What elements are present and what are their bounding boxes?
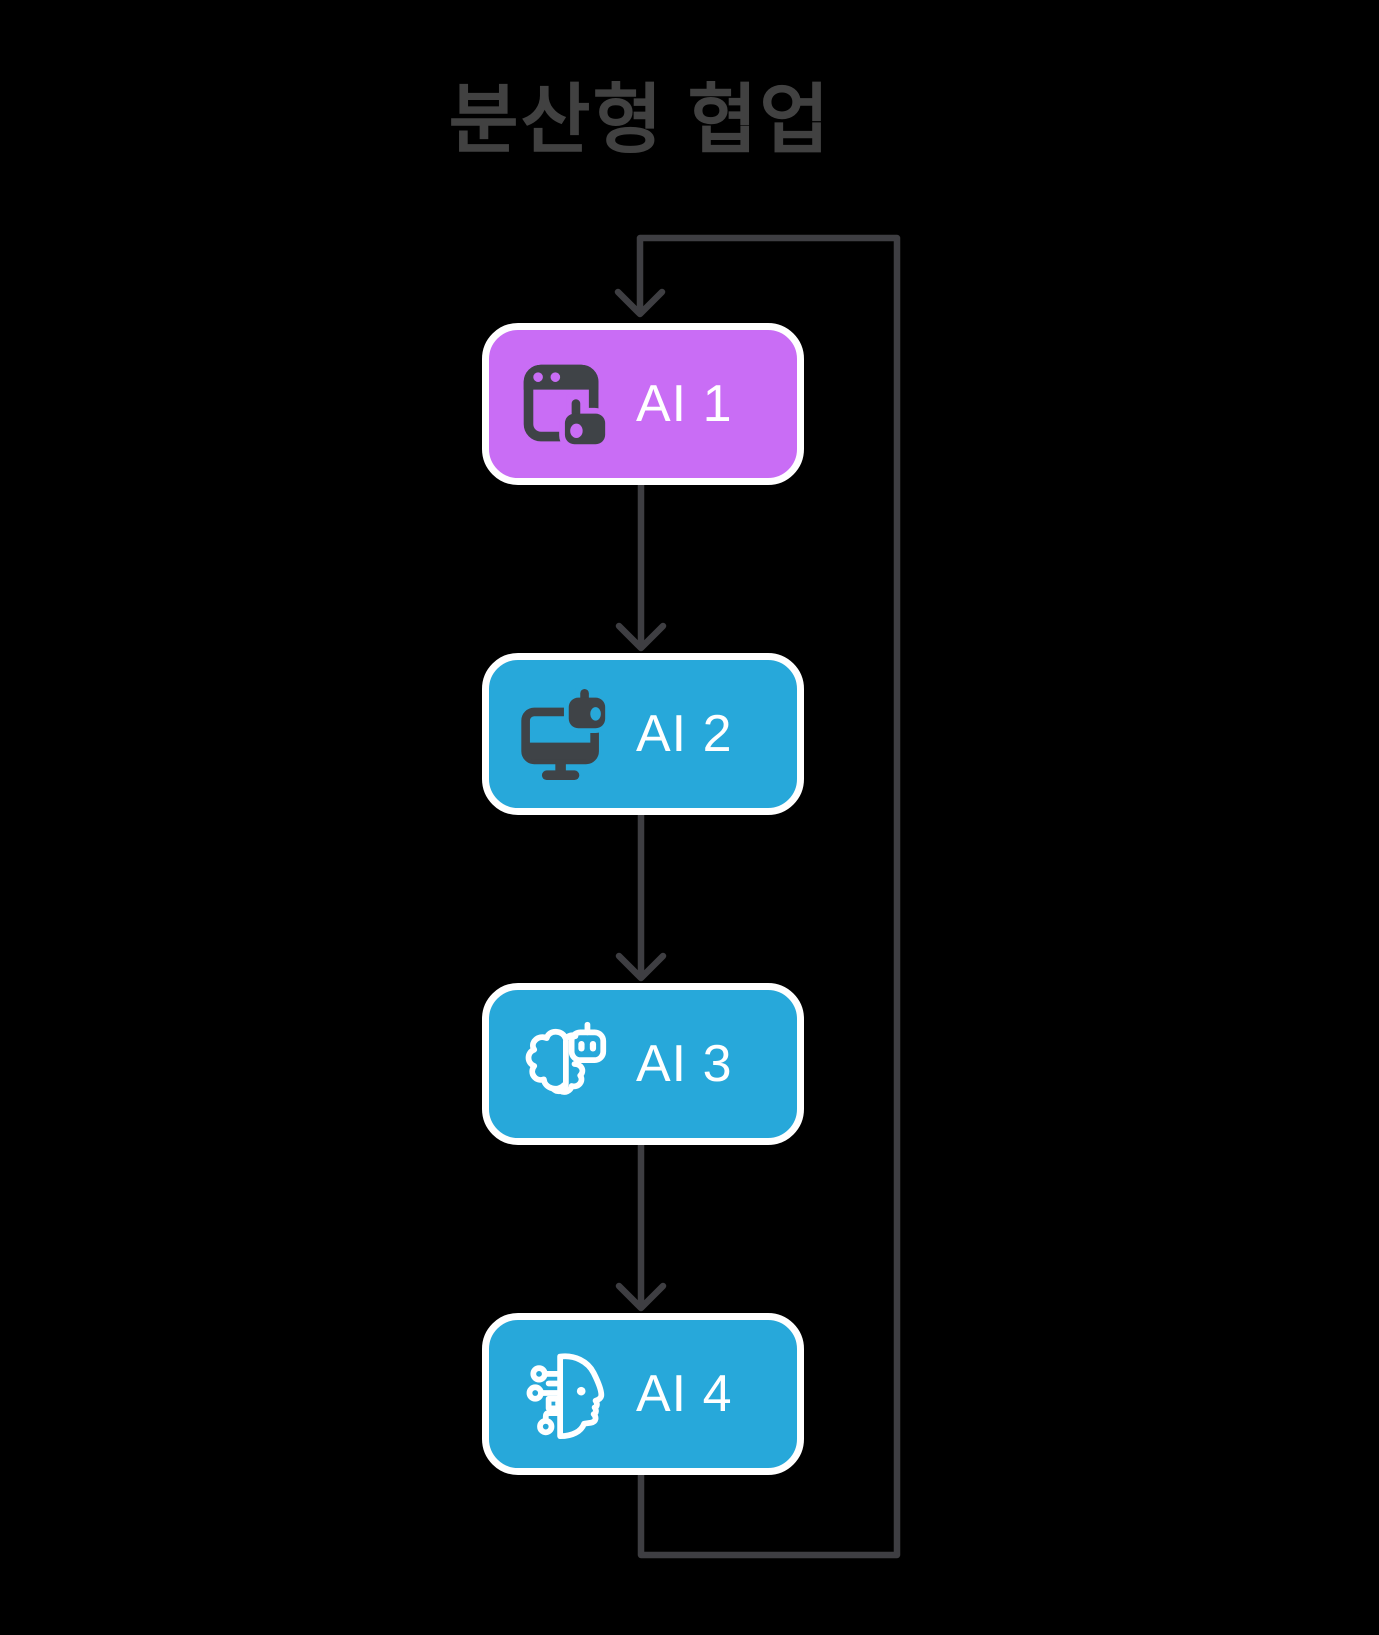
node-ai-3[interactable]: AI 3	[482, 983, 804, 1145]
circuit-traces	[526, 1365, 563, 1436]
browser-robot-icon	[523, 364, 609, 450]
edge-ai1-to-ai2-arrow	[615, 481, 667, 652]
face-circuit-icon	[526, 1353, 605, 1440]
edge-ai3-to-ai4-arrow	[615, 1141, 667, 1312]
monitor-robot-icon	[521, 688, 609, 780]
robot-head	[559, 394, 609, 450]
node-label: AI 1	[636, 375, 733, 433]
node-ai-1[interactable]: AI 1	[482, 323, 804, 485]
node-label: AI 3	[636, 1035, 733, 1093]
robot-head	[568, 1021, 607, 1064]
edge-ai2-to-ai3-arrow	[615, 811, 667, 982]
robot-head	[563, 688, 609, 734]
brain-robot-icon	[525, 1021, 607, 1095]
node-label: AI 4	[636, 1365, 733, 1423]
edge-ai4-to-ai1-feedback-loop	[614, 234, 901, 1559]
node-ai-4[interactable]: AI 4	[482, 1313, 804, 1475]
node-label: AI 2	[636, 705, 733, 763]
diagram-title: 분산형 협업	[448, 78, 832, 163]
node-ai-2[interactable]: AI 2	[482, 653, 804, 815]
